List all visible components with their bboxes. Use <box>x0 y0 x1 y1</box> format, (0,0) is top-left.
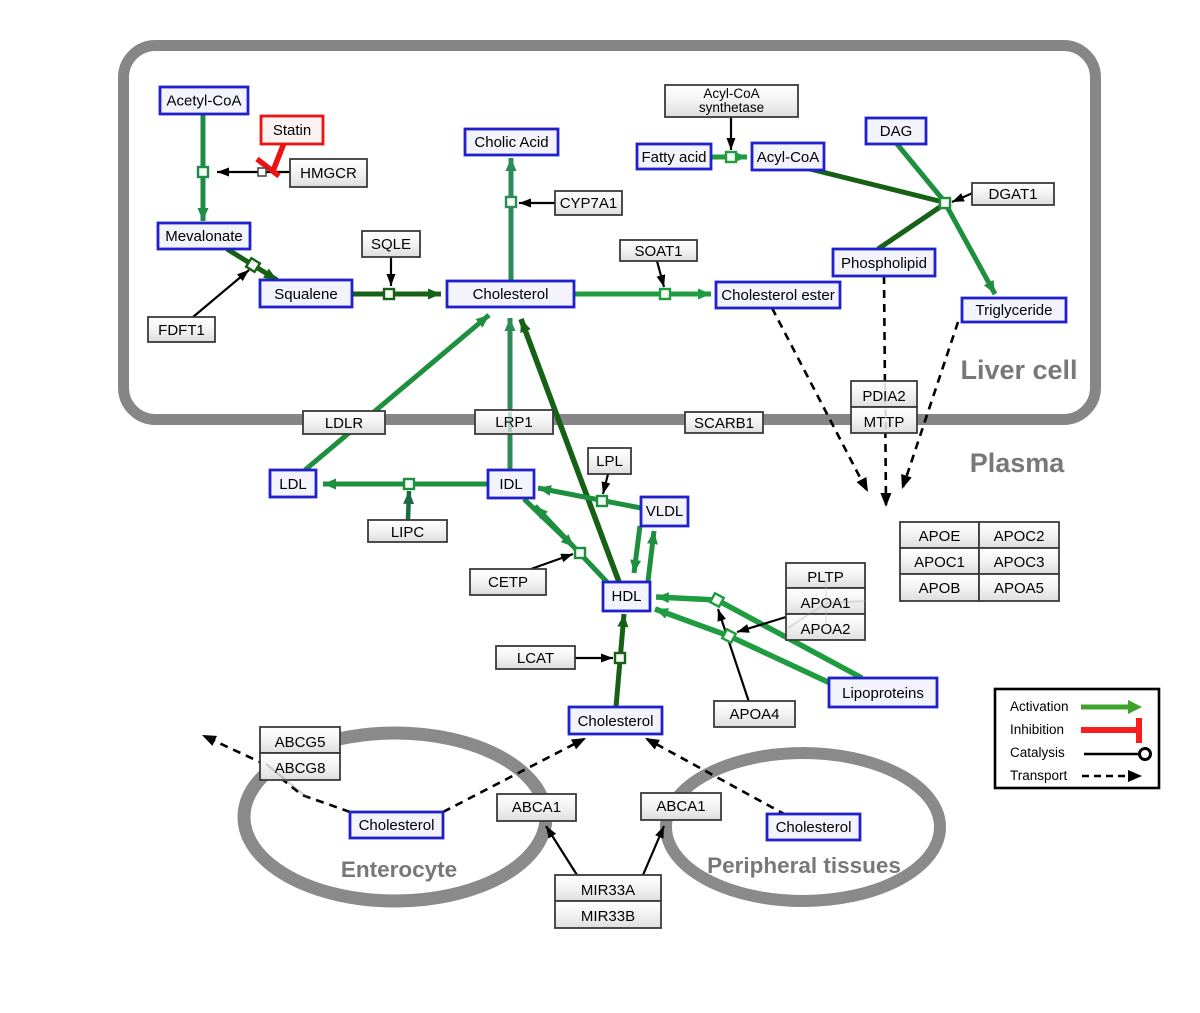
svg-text:SCARB1: SCARB1 <box>694 415 754 432</box>
svg-text:APOE: APOE <box>919 528 961 545</box>
svg-text:HDL: HDL <box>611 588 641 605</box>
svg-text:CETP: CETP <box>488 574 528 591</box>
svg-text:CYP7A1: CYP7A1 <box>560 195 618 212</box>
svg-text:VLDL: VLDL <box>646 503 684 520</box>
svg-text:SOAT1: SOAT1 <box>634 243 682 260</box>
svg-text:APOA5: APOA5 <box>994 580 1044 597</box>
svg-text:LRP1: LRP1 <box>495 414 533 431</box>
svg-text:ABCA1: ABCA1 <box>512 799 561 816</box>
svg-text:SQLE: SQLE <box>371 236 411 253</box>
svg-text:Mevalonate: Mevalonate <box>165 228 243 245</box>
svg-text:Acyl-CoA: Acyl-CoA <box>757 149 820 166</box>
svg-text:Acyl-CoA: Acyl-CoA <box>703 86 759 101</box>
svg-text:MTTP: MTTP <box>864 414 905 431</box>
svg-text:Catalysis: Catalysis <box>1010 745 1065 760</box>
svg-text:Peripheral tissues: Peripheral tissues <box>707 853 901 878</box>
svg-text:Cholesterol: Cholesterol <box>578 713 654 730</box>
svg-text:LPL: LPL <box>596 453 623 470</box>
svg-text:synthetase: synthetase <box>699 100 764 115</box>
svg-text:APOC2: APOC2 <box>994 528 1045 545</box>
svg-text:Cholesterol ester: Cholesterol ester <box>721 287 834 304</box>
svg-text:IDL: IDL <box>499 476 522 493</box>
svg-text:APOB: APOB <box>919 580 961 597</box>
svg-text:MIR33A: MIR33A <box>581 882 635 899</box>
svg-text:Lipoproteins: Lipoproteins <box>842 685 924 702</box>
svg-text:Squalene: Squalene <box>274 286 337 303</box>
svg-text:LIPC: LIPC <box>391 524 425 541</box>
svg-text:Cholesterol: Cholesterol <box>359 817 435 834</box>
svg-text:PDIA2: PDIA2 <box>862 388 905 405</box>
svg-text:LDLR: LDLR <box>325 415 364 432</box>
svg-text:DGAT1: DGAT1 <box>989 186 1038 203</box>
svg-text:Cholesterol: Cholesterol <box>776 819 852 836</box>
svg-text:PLTP: PLTP <box>807 569 843 586</box>
svg-text:APOA1: APOA1 <box>800 595 850 612</box>
svg-text:MIR33B: MIR33B <box>581 908 635 925</box>
svg-text:Acetyl-CoA: Acetyl-CoA <box>166 93 241 110</box>
svg-text:APOA2: APOA2 <box>800 621 850 638</box>
svg-text:ABCA1: ABCA1 <box>656 798 705 815</box>
svg-text:Transport: Transport <box>1010 768 1068 783</box>
svg-text:Cholesterol: Cholesterol <box>473 286 549 303</box>
svg-text:Enterocyte: Enterocyte <box>341 857 457 882</box>
svg-text:Phospholipid: Phospholipid <box>841 255 927 272</box>
svg-text:Triglyceride: Triglyceride <box>976 302 1053 319</box>
svg-text:Statin: Statin <box>273 122 311 139</box>
svg-text:FDFT1: FDFT1 <box>158 322 205 339</box>
svg-text:HMGCR: HMGCR <box>300 165 357 182</box>
svg-text:LCAT: LCAT <box>517 650 554 667</box>
svg-text:APOC3: APOC3 <box>994 554 1045 571</box>
svg-text:Plasma: Plasma <box>970 448 1066 478</box>
svg-text:Activation: Activation <box>1010 699 1069 714</box>
svg-text:LDL: LDL <box>279 476 307 493</box>
svg-text:ABCG8: ABCG8 <box>275 760 326 777</box>
svg-text:DAG: DAG <box>880 123 913 140</box>
svg-text:ABCG5: ABCG5 <box>275 734 326 751</box>
svg-text:APOC1: APOC1 <box>914 554 965 571</box>
svg-text:APOA4: APOA4 <box>729 706 779 723</box>
svg-text:Liver cell: Liver cell <box>960 355 1077 385</box>
svg-text:Cholic Acid: Cholic Acid <box>474 134 548 151</box>
svg-text:Fatty acid: Fatty acid <box>641 149 706 166</box>
svg-text:Inhibition: Inhibition <box>1010 722 1064 737</box>
